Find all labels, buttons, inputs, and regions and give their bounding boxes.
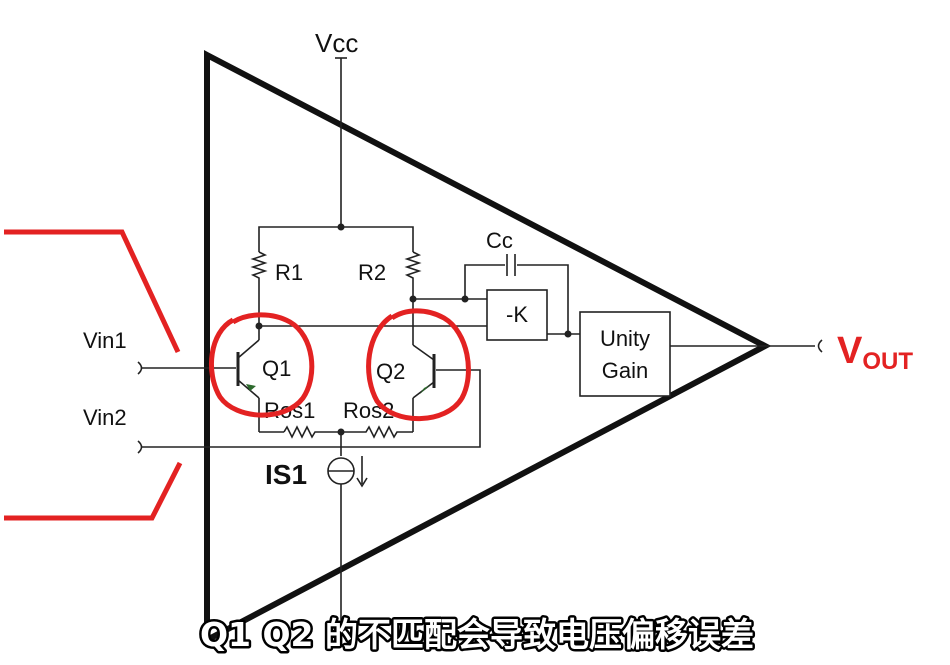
q1-label: Q1: [262, 356, 291, 381]
vout-sub: OUT: [862, 348, 913, 375]
vin1-terminal: [137, 361, 143, 375]
vin2-label: Vin2: [83, 405, 127, 430]
r1-resistor: [250, 251, 268, 300]
red-input-line-top: [4, 229, 181, 354]
q1-collector-leg: [237, 339, 260, 359]
cc-label: Cc: [486, 228, 513, 253]
cc-right-node: [564, 330, 572, 338]
is1-label: IS1: [265, 459, 307, 490]
q1-emitter-arrow: [246, 384, 256, 391]
unity-gain-line1: Unity: [600, 326, 650, 351]
vin2-wire: [142, 369, 481, 448]
is1-arrow-head: [356, 477, 368, 488]
q2-emitter-arrow: [420, 385, 430, 394]
q2-highlight-circle: [366, 308, 471, 422]
subtitle-caption: Q1 Q2 的不匹配会导致电压偏移误差: [200, 615, 754, 654]
q1-emitter-leg: [237, 379, 260, 399]
cc-right-wire: [517, 264, 569, 334]
red-input-line-bottom: [4, 461, 183, 521]
gain-k-block: [486, 289, 548, 341]
r2-label: R2: [358, 260, 386, 285]
q2-collector-leg: [412, 344, 435, 361]
ros2-resistor: [341, 425, 413, 439]
vin1-label: Vin1: [83, 328, 127, 353]
vout-label: VOUT: [837, 330, 913, 375]
unity-gain-block: [579, 311, 671, 397]
ros1-resistor: [283, 425, 341, 439]
opamp-triangle: [204, 50, 772, 645]
vcc-label: Vcc: [315, 28, 358, 58]
vout-main: V: [837, 330, 863, 372]
gain-k-label: -K: [506, 302, 528, 327]
r1-label: R1: [275, 260, 303, 285]
q2-label: Q2: [376, 359, 405, 384]
output-terminal: [817, 339, 823, 353]
cc-left-wire: [464, 264, 505, 299]
vin2-terminal: [137, 440, 143, 454]
unity-gain-line2: Gain: [602, 358, 648, 383]
q1-highlight-circle: [208, 312, 315, 418]
top-rail: [258, 226, 414, 252]
r2-resistor: [404, 251, 422, 300]
